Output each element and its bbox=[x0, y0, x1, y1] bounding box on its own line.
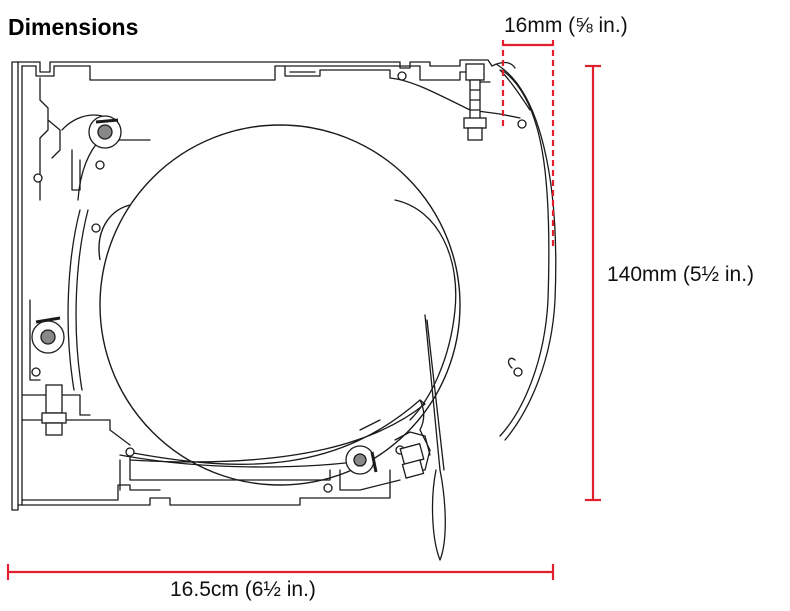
screw-left-middle bbox=[31, 316, 65, 354]
dimension-lines bbox=[6, 40, 601, 580]
hole bbox=[91, 223, 101, 233]
bolt-top-right bbox=[463, 63, 487, 141]
roller bbox=[98, 124, 461, 486]
hole bbox=[95, 160, 105, 170]
hole bbox=[517, 119, 527, 129]
screw-top-left bbox=[88, 115, 122, 149]
depth-dimension-line bbox=[501, 40, 555, 248]
height-dimension-line bbox=[585, 64, 601, 502]
bolt-bottom-right bbox=[399, 442, 425, 479]
hole bbox=[33, 173, 43, 183]
hole bbox=[397, 71, 407, 81]
height-dimension-label: 140mm (5½ in.) bbox=[607, 263, 755, 286]
hole bbox=[31, 367, 41, 377]
hole bbox=[513, 367, 523, 377]
bolts bbox=[41, 63, 487, 479]
hole bbox=[323, 483, 333, 493]
fasteners bbox=[31, 71, 527, 493]
housing-outline bbox=[11, 59, 557, 561]
width-dimension-label: 16.5cm (6½ in.) bbox=[170, 578, 316, 601]
page-title: Dimensions bbox=[8, 14, 139, 40]
bolt-left-bottom bbox=[41, 384, 67, 436]
width-dimension-line bbox=[6, 564, 555, 580]
depth-dimension-label: 16mm (⅝ in.) bbox=[504, 14, 628, 37]
screw-bottom bbox=[345, 445, 378, 475]
hole bbox=[125, 447, 135, 457]
